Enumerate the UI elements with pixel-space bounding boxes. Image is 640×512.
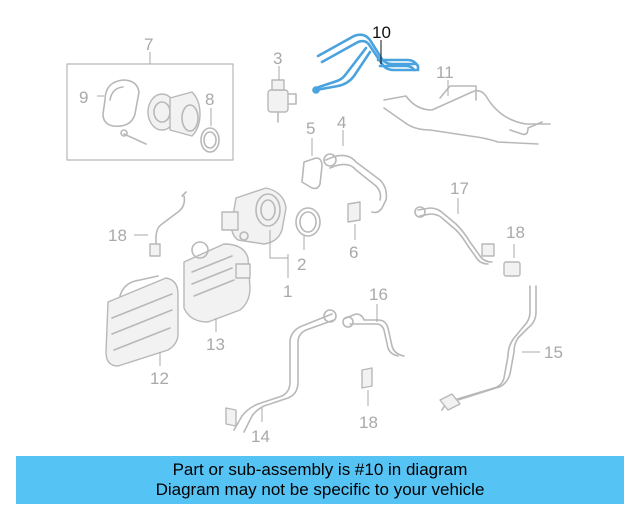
label-4: 4 (337, 113, 346, 132)
label-8: 8 (205, 90, 214, 109)
part-15-pipe (439, 285, 540, 411)
label-7: 7 (144, 35, 153, 54)
part-18-upper (503, 244, 521, 277)
label-13: 13 (206, 335, 225, 354)
label-10: 10 (372, 23, 391, 42)
label-14: 14 (251, 427, 270, 446)
part-11-harness (383, 80, 551, 145)
label-16: 16 (369, 285, 388, 304)
part-18-lower (361, 367, 373, 406)
banner-line-2: Diagram may not be specific to your vehi… (155, 480, 485, 499)
label-1: 1 (283, 282, 292, 301)
info-banner: Part or sub-assembly is #10 in diagram D… (16, 456, 624, 504)
part-labels: 7 9 8 3 10 11 5 4 17 18 6 18 2 1 16 13 1… (79, 23, 563, 446)
part-12-catalyst (105, 275, 179, 367)
part-16-pipe (342, 304, 405, 357)
part-13-egr-cooler (183, 241, 251, 332)
part-6 (347, 201, 361, 240)
parts-diagram: 7 9 8 3 10 11 5 4 17 18 6 18 2 1 16 13 1… (66, 23, 563, 446)
label-15: 15 (544, 343, 563, 362)
part-10-pipe-assembly (312, 33, 420, 94)
label-12: 12 (150, 369, 169, 388)
part-1-throttle-body (221, 187, 289, 278)
banner-line-1: Part or sub-assembly is #10 in diagram (172, 460, 468, 479)
label-18-upper: 18 (506, 223, 525, 242)
part-4-5-pipe (301, 130, 388, 214)
part-17-pipe (414, 198, 495, 265)
label-11: 11 (436, 63, 454, 82)
part-2-gasket (295, 207, 321, 250)
part-19-sensor (134, 191, 187, 257)
part-3-solenoid (267, 66, 297, 123)
label-9: 9 (79, 88, 88, 107)
part-7-group (66, 52, 234, 161)
label-18-lower: 18 (359, 413, 378, 432)
part-14-pipe (225, 309, 337, 433)
label-2: 2 (297, 255, 306, 274)
label-6: 6 (349, 243, 358, 262)
label-5: 5 (306, 119, 315, 138)
label-19: 18 (108, 226, 127, 245)
label-3: 3 (273, 49, 282, 68)
label-17: 17 (450, 179, 469, 198)
